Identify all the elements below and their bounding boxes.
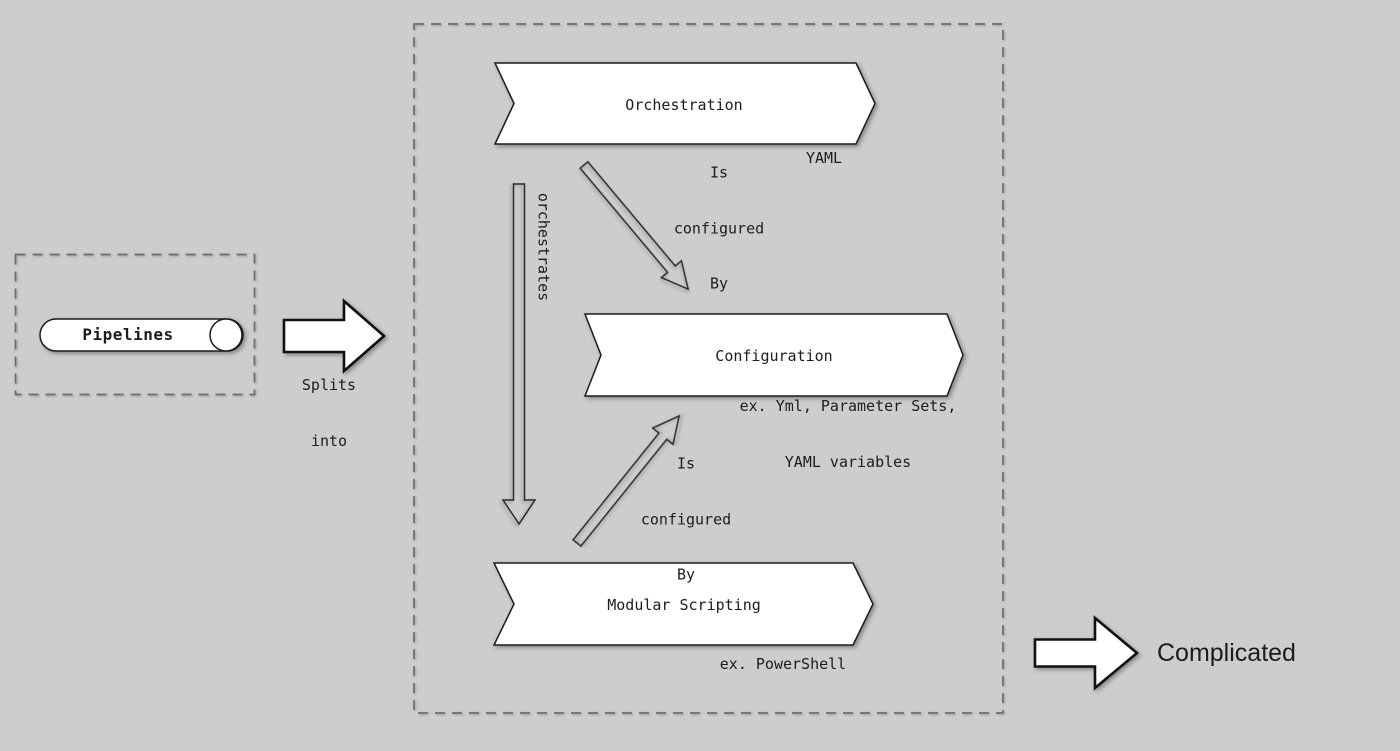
is-configured-by-arrow-top [579,160,690,291]
pipelines-shape [39,318,244,352]
modular-scripting-annotation: ex. PowerShell [719,654,847,673]
orchestrates-label: orchestrates [534,192,553,302]
is-configured-bottom-line2: configured [640,509,732,528]
complicated-arrow [1033,615,1140,691]
modular-scripting-label: Modular Scripting [607,595,761,614]
splits-into-label-line1: Splits [301,376,357,394]
pipelines-label: Pipelines [82,324,174,344]
splits-into-label-line2: into [310,431,348,450]
pipelines-group-box [14,253,256,396]
is-configured-top-line1: Is [709,163,729,182]
modular-scripting-banner [492,562,874,646]
is-configured-top-line3: By [709,274,729,293]
complicated-label: Complicated [1157,638,1296,667]
splits-into-label: Splits into [302,339,356,487]
is-configured-bottom-line1: Is [676,454,696,473]
orchestration-label: Orchestration [625,95,743,114]
splits-into-arrow [282,298,386,374]
configuration-label: Configuration [715,346,833,365]
is-configured-by-label-bottom: Is configured By [641,417,731,621]
configuration-banner [583,313,964,397]
is-configured-bottom-line3: By [676,565,696,584]
is-configured-by-arrow-bottom [572,414,681,548]
orchestration-annotation: YAML [805,148,843,167]
is-configured-by-label-top: Is configured By [674,126,764,330]
orchestrates-arrow [501,183,537,526]
split-group-box [413,23,1004,714]
is-configured-top-line2: configured [673,218,765,237]
configuration-annotation-line2: YAML variables [784,452,912,471]
configuration-annotation-line1: ex. Yml, Parameter Sets, [739,397,957,415]
orchestration-banner [493,62,876,145]
configuration-annotation: ex. Yml, Parameter Sets, YAML variables [740,360,957,508]
